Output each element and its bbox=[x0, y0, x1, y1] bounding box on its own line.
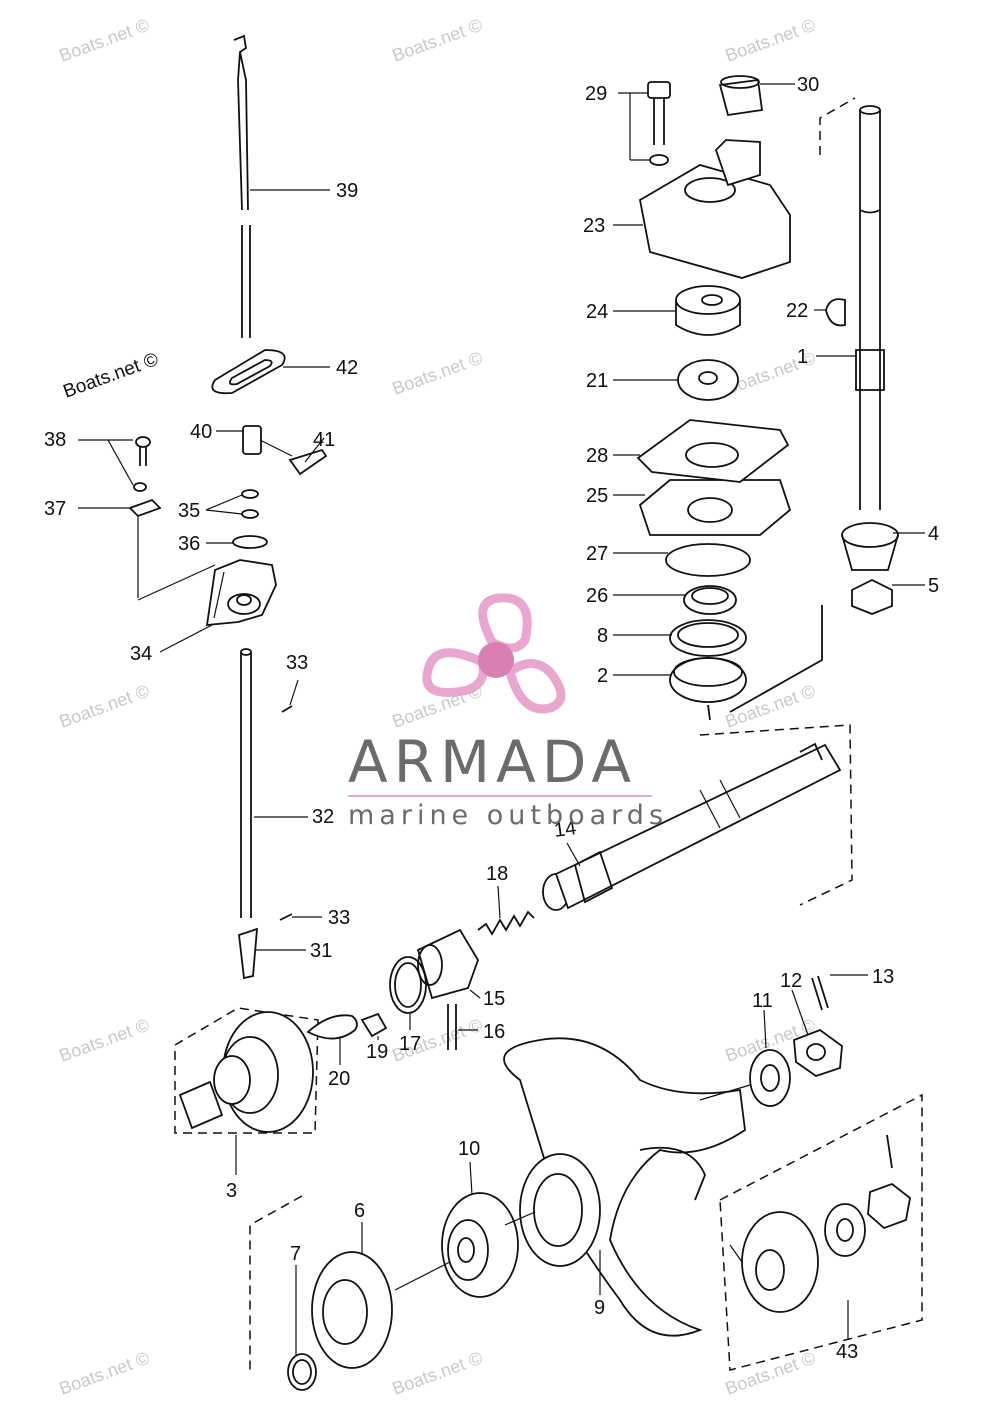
part-label-32: 32 bbox=[312, 806, 334, 828]
part-label-34: 34 bbox=[130, 643, 152, 665]
part-label-40: 40 bbox=[190, 421, 212, 443]
part-label-30: 30 bbox=[797, 74, 819, 96]
part-label-23: 23 bbox=[583, 215, 605, 237]
part-label-27: 27 bbox=[586, 543, 608, 565]
part-label-16: 16 bbox=[483, 1021, 505, 1043]
shift-rod-drawing bbox=[233, 34, 251, 338]
part-label-17: 17 bbox=[399, 1033, 421, 1055]
part-label-43: 43 bbox=[836, 1341, 858, 1363]
watermark: Boats.net © bbox=[390, 15, 485, 66]
watermark: Boats.net © bbox=[723, 1348, 818, 1399]
part-label-37: 37 bbox=[44, 498, 66, 520]
propeller-logo-icon bbox=[422, 593, 566, 714]
propeller-shaft-drawing bbox=[542, 724, 853, 911]
watermark: Boats.net © bbox=[57, 15, 152, 66]
part-label-42: 42 bbox=[336, 357, 358, 379]
part-label-14: 14 bbox=[553, 817, 578, 842]
pump-plates-drawing bbox=[636, 419, 792, 536]
hardware-kit-drawing bbox=[719, 1093, 923, 1371]
part-label-26: 26 bbox=[586, 585, 608, 607]
part-label-38: 38 bbox=[44, 429, 66, 451]
connector-drawing bbox=[232, 425, 328, 549]
bearing-stack-drawing bbox=[665, 543, 823, 721]
watermark: Boats.net © bbox=[57, 1015, 152, 1066]
forward-gear-drawing bbox=[174, 1007, 319, 1134]
part-label-19: 19 bbox=[366, 1041, 388, 1063]
part-label-11: 11 bbox=[752, 990, 773, 1012]
part-label-18: 18 bbox=[486, 863, 508, 885]
part-label-24: 24 bbox=[586, 301, 608, 323]
part-label-7: 7 bbox=[290, 1243, 301, 1265]
part-label-21: 21 bbox=[586, 370, 608, 392]
part-labels: 39 42 38 37 40 41 35 36 34 33 32 33 31 3… bbox=[44, 74, 939, 1363]
part-label-1: 1 bbox=[797, 346, 808, 368]
part-label-2: 2 bbox=[597, 665, 608, 687]
part-label-10: 10 bbox=[458, 1138, 480, 1160]
part-label-35: 35 bbox=[178, 500, 200, 522]
part-label-31: 31 bbox=[310, 940, 332, 962]
grommet-drawing bbox=[211, 349, 286, 395]
brand-logo: ARMADA marine outboards bbox=[348, 593, 668, 831]
part-label-15: 15 bbox=[483, 988, 505, 1010]
part-drawings bbox=[128, 34, 923, 1391]
part-label-29: 29 bbox=[585, 83, 607, 105]
part-label-33-lower: 33 bbox=[328, 907, 350, 929]
part-label-13: 13 bbox=[872, 966, 894, 988]
watermark: Boats.net © bbox=[723, 15, 818, 66]
watermark-dark: Boats.net © bbox=[61, 349, 162, 403]
part-label-41: 41 bbox=[313, 429, 335, 451]
leader-lines bbox=[78, 83, 925, 1355]
brand-tagline: marine outboards bbox=[348, 800, 668, 831]
impeller-liner-drawing bbox=[675, 285, 741, 401]
part-label-39: 39 bbox=[336, 180, 358, 202]
propeller-drawing bbox=[503, 1037, 746, 1337]
watermark: Boats.net © bbox=[390, 1348, 485, 1399]
part-label-8: 8 bbox=[597, 625, 608, 647]
shift-shaft-drawing bbox=[238, 648, 293, 980]
nut-washer-drawing bbox=[749, 975, 843, 1107]
part-label-12: 12 bbox=[780, 970, 802, 992]
clutch-group-drawing bbox=[306, 910, 535, 1050]
part-label-6: 6 bbox=[354, 1200, 365, 1222]
part-label-22: 22 bbox=[786, 300, 808, 322]
part-label-9: 9 bbox=[594, 1297, 605, 1319]
part-label-25: 25 bbox=[586, 485, 608, 507]
brand-name: ARMADA bbox=[348, 728, 637, 796]
part-label-36: 36 bbox=[178, 533, 200, 555]
pump-housing-drawing bbox=[638, 75, 791, 279]
part-label-4: 4 bbox=[928, 523, 939, 545]
part-label-20: 20 bbox=[328, 1068, 350, 1090]
housing-fragment-drawing bbox=[205, 559, 277, 627]
thrust-hub-drawing bbox=[249, 1192, 519, 1391]
part-label-33-upper: 33 bbox=[286, 652, 308, 674]
screw-bracket-drawing bbox=[128, 436, 216, 601]
part-label-3: 3 bbox=[226, 1180, 237, 1202]
drive-shaft-drawing bbox=[819, 97, 899, 615]
watermark: Boats.net © bbox=[390, 348, 485, 399]
part-label-28: 28 bbox=[586, 445, 608, 467]
part-label-5: 5 bbox=[928, 575, 939, 597]
watermark: Boats.net © bbox=[57, 681, 152, 732]
watermark: Boats.net © bbox=[57, 1348, 152, 1399]
